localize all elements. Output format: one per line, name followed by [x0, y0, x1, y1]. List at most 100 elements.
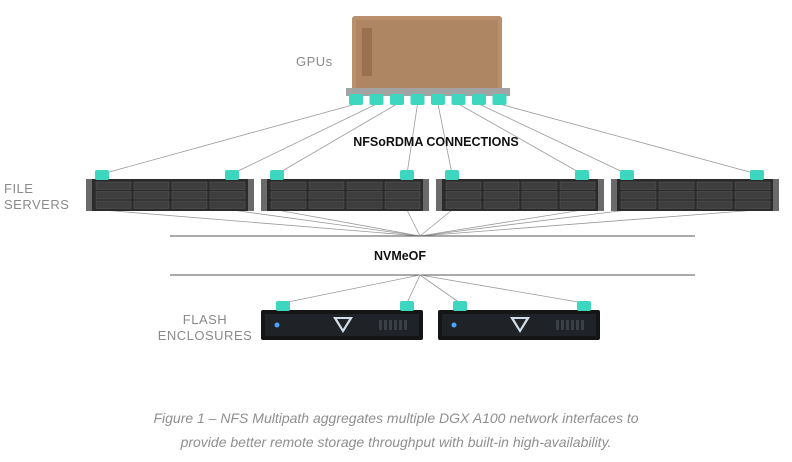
enclosure-port-b	[577, 301, 591, 311]
gpu-box	[346, 16, 510, 105]
drive-bay	[483, 191, 520, 200]
nfs-link-8	[499, 103, 758, 175]
connection-lines	[101, 103, 758, 304]
gpu-port-3	[390, 94, 404, 105]
nvme-link-3	[419, 274, 461, 304]
gpu-port-7	[472, 94, 486, 105]
nfs-link-2	[231, 103, 377, 175]
logo-icon-inner	[514, 319, 526, 329]
flash-enclosures-label-line1: FLASH	[182, 312, 228, 327]
drive-bay	[209, 191, 246, 200]
caption-line2: provide better remote storage throughput…	[180, 434, 612, 450]
drive-bay	[696, 191, 733, 200]
gpu-handle	[362, 28, 372, 76]
drive-bay	[734, 191, 771, 200]
drive-bay	[559, 191, 596, 200]
drive-bay	[270, 200, 307, 209]
status-led	[451, 322, 457, 328]
vent-slot	[389, 320, 392, 330]
gpu-port-8	[492, 94, 507, 105]
drive-bay	[346, 200, 383, 209]
file-servers	[86, 170, 779, 211]
drive-bay	[95, 191, 132, 200]
nfs-link-6	[458, 103, 583, 175]
drive-bay	[483, 181, 520, 190]
drive-bay	[308, 181, 345, 190]
drive-bay	[734, 200, 771, 209]
drive-bay	[133, 181, 170, 190]
server-ear-right	[773, 179, 779, 211]
drive-bay	[696, 200, 733, 209]
server-fan-8	[419, 209, 758, 237]
nvmeof-label: NVMeOF	[373, 249, 427, 263]
server-fan-6	[419, 209, 583, 237]
server-port-a	[445, 170, 459, 180]
drive-bay	[133, 191, 170, 200]
caption-line1: Figure 1 – NFS Multipath aggregates mult…	[153, 410, 639, 426]
drive-bay	[559, 200, 596, 209]
drive-bay	[384, 200, 421, 209]
drive-bay	[658, 181, 695, 190]
server-port-b	[225, 170, 239, 180]
drive-bay	[346, 181, 383, 190]
drive-bay	[384, 191, 421, 200]
flash-enclosures-label-line2: ENCLOSURES	[157, 328, 253, 343]
drive-bay	[171, 200, 208, 209]
drive-bay	[696, 181, 733, 190]
enclosure-port-a	[453, 301, 467, 311]
vent-slot	[581, 320, 584, 330]
vent-slot	[384, 320, 387, 330]
server-fan-1	[101, 209, 421, 237]
vent-slot	[566, 320, 569, 330]
nfs-link-4	[406, 103, 418, 175]
nfs-link-1	[101, 103, 357, 175]
vent-slot	[394, 320, 397, 330]
gpu-port-5	[431, 94, 445, 105]
drive-bay	[95, 200, 132, 209]
server-port-b	[750, 170, 764, 180]
drive-bay	[308, 191, 345, 200]
server-fan-4	[406, 209, 421, 237]
file-server-3	[436, 170, 604, 211]
drive-bay	[346, 191, 383, 200]
vent-slot	[556, 320, 559, 330]
server-fan-7	[419, 209, 628, 237]
drive-bay	[521, 181, 558, 190]
drive-bay	[445, 191, 482, 200]
drive-bay	[95, 181, 132, 190]
server-port-b	[575, 170, 589, 180]
server-ear-right	[248, 179, 254, 211]
drive-bay	[658, 191, 695, 200]
flash-enclosure-2	[438, 301, 600, 340]
drive-bay	[445, 181, 482, 190]
server-fan-3	[276, 209, 421, 237]
drive-bay	[620, 200, 657, 209]
drive-bay	[620, 181, 657, 190]
logo-icon-inner	[337, 319, 349, 329]
flash-enclosures-label: FLASH ENCLOSURES	[150, 312, 260, 344]
drive-bay	[734, 181, 771, 190]
vent-slot	[571, 320, 574, 330]
vent-slot	[561, 320, 564, 330]
drive-bay	[209, 200, 246, 209]
drive-bay	[384, 181, 421, 190]
vent-slot	[399, 320, 402, 330]
gpu-chassis-texture	[356, 20, 498, 92]
enclosure-port-a	[276, 301, 290, 311]
gpus-label: GPUs	[296, 54, 333, 69]
drive-bay	[270, 191, 307, 200]
server-ear-right	[423, 179, 429, 211]
gpu-port-6	[451, 94, 466, 105]
drive-bay	[133, 200, 170, 209]
server-ear-right	[598, 179, 604, 211]
nfs-link-7	[478, 103, 628, 175]
file-servers-label-line2: SERVERS	[4, 197, 70, 212]
nfs-link-5	[437, 103, 453, 175]
drive-bay	[308, 200, 345, 209]
drive-bay	[483, 200, 520, 209]
server-port-a	[270, 170, 284, 180]
flash-enclosures	[261, 301, 600, 340]
vent-slot	[379, 320, 382, 330]
drive-bay	[171, 191, 208, 200]
